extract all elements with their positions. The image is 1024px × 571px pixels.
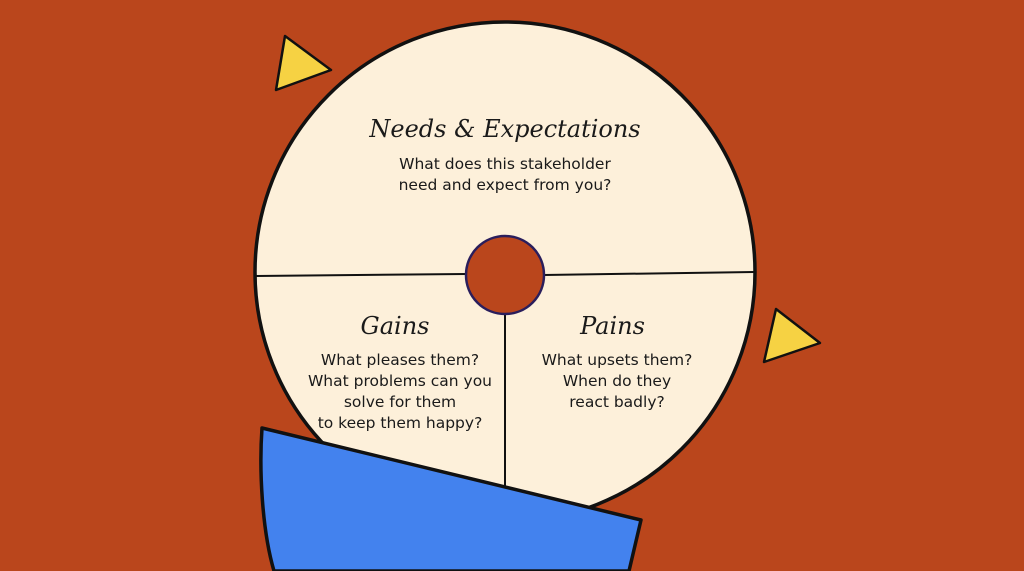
horizontal-divider bbox=[255, 271, 755, 277]
center-hole bbox=[464, 234, 546, 316]
triangle-right bbox=[762, 307, 822, 364]
pains-title: Pains bbox=[580, 312, 645, 340]
gains-title: Gains bbox=[360, 312, 430, 340]
triangle-top-left bbox=[274, 34, 333, 92]
gains-description: What pleases them? What problems can you… bbox=[307, 351, 493, 432]
pains-description: What upsets them? When do they react bad… bbox=[541, 351, 693, 411]
needs-title: Needs & Expectations bbox=[369, 115, 641, 143]
needs-description: What does this stakeholder need and expe… bbox=[398, 155, 612, 194]
blue-bowl bbox=[259, 426, 643, 571]
